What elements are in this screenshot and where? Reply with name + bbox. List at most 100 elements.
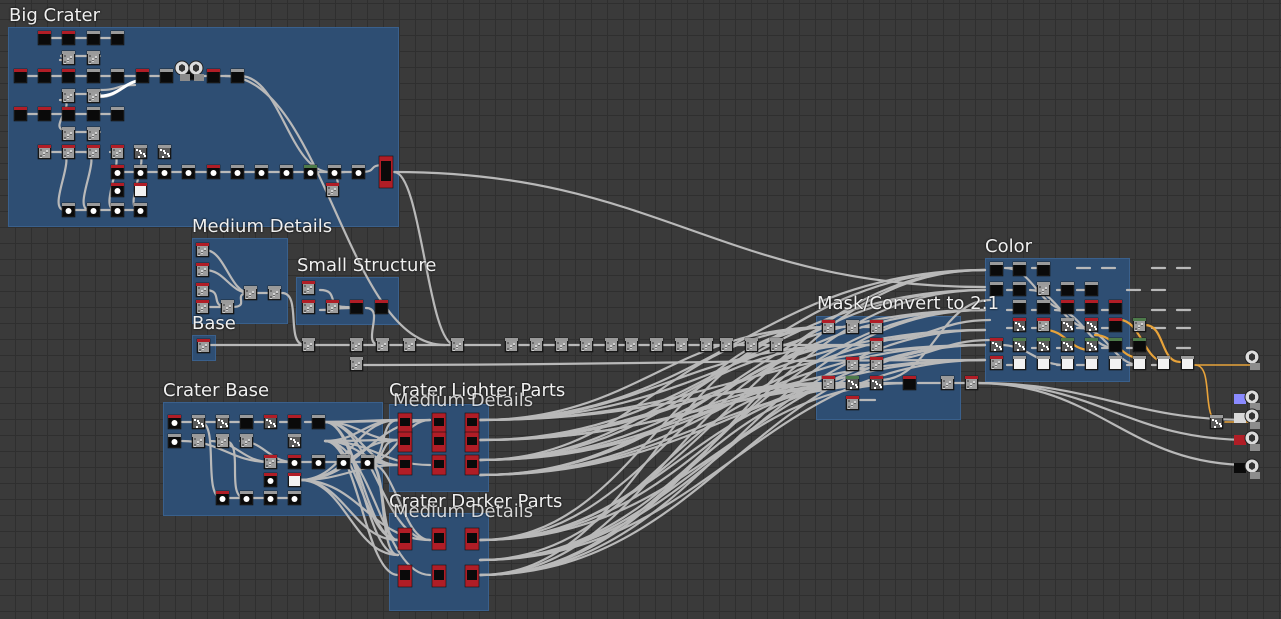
graph-node[interactable] (845, 356, 860, 372)
graph-node[interactable] (378, 155, 394, 189)
cube-output-icon[interactable] (1234, 430, 1260, 451)
graph-node[interactable] (397, 527, 413, 551)
connection-wire[interactable] (1143, 323, 1182, 364)
graph-node[interactable] (1180, 355, 1195, 371)
graph-node[interactable] (61, 68, 76, 84)
graph-node[interactable] (464, 454, 480, 476)
graph-node[interactable] (301, 280, 316, 296)
frame-title-medium-details-overlap-2[interactable]: Medium Details (393, 501, 534, 522)
graph-node[interactable] (989, 355, 1004, 371)
graph-node[interactable] (195, 242, 210, 258)
graph-node[interactable] (869, 375, 884, 391)
graph-node[interactable] (239, 414, 254, 430)
graph-node[interactable] (230, 164, 245, 180)
graph-node[interactable] (845, 375, 860, 391)
graph-node[interactable] (1084, 281, 1099, 297)
graph-node[interactable] (61, 88, 76, 104)
graph-node[interactable] (243, 285, 258, 301)
connection-wire[interactable] (974, 381, 1252, 467)
graph-node[interactable] (431, 527, 447, 551)
graph-node[interactable] (196, 338, 211, 354)
graph-node[interactable] (157, 144, 172, 160)
graph-node[interactable] (110, 68, 125, 84)
graph-node[interactable] (263, 490, 278, 506)
graph-node[interactable] (1036, 317, 1051, 333)
frame-title-mask-convert[interactable]: Mask/Convert to 2:1 (817, 293, 1000, 314)
graph-node[interactable] (325, 182, 340, 198)
connection-wire[interactable] (366, 460, 432, 542)
frame-title-medium-details[interactable]: Medium Details (192, 216, 333, 237)
connection-wire[interactable] (478, 308, 987, 577)
graph-node[interactable] (1132, 355, 1147, 371)
graph-node[interactable] (1012, 261, 1027, 277)
graph-node[interactable] (287, 490, 302, 506)
graph-node[interactable] (206, 68, 221, 84)
graph-node[interactable] (397, 431, 413, 453)
connection-wire[interactable] (280, 291, 307, 347)
cube-output-icon[interactable] (188, 60, 204, 81)
graph-node[interactable] (554, 337, 569, 353)
graph-node[interactable] (1036, 355, 1051, 371)
graph-node[interactable] (349, 299, 364, 315)
graph-node[interactable] (375, 337, 390, 353)
graph-node[interactable] (450, 337, 465, 353)
connection-wire[interactable] (298, 478, 400, 557)
graph-node[interactable] (61, 50, 76, 66)
cube-output-icon[interactable] (174, 60, 190, 81)
graph-node[interactable] (431, 454, 447, 476)
graph-node[interactable] (1084, 355, 1099, 371)
graph-node[interactable] (301, 299, 316, 315)
graph-node[interactable] (86, 106, 101, 122)
graph-node[interactable] (195, 262, 210, 278)
graph-node[interactable] (464, 412, 480, 434)
graph-node[interactable] (279, 164, 294, 180)
graph-node[interactable] (1036, 281, 1051, 297)
graph-node[interactable] (181, 164, 196, 180)
connection-wire[interactable] (478, 308, 987, 462)
graph-node[interactable] (504, 337, 519, 353)
graph-node[interactable] (263, 454, 278, 470)
connection-wire[interactable] (478, 381, 912, 562)
graph-node[interactable] (719, 337, 734, 353)
graph-node[interactable] (402, 337, 417, 353)
connection-wire[interactable] (478, 343, 857, 577)
graph-node[interactable] (301, 337, 316, 353)
connection-wire[interactable] (392, 170, 457, 347)
graph-node[interactable] (579, 337, 594, 353)
graph-node[interactable] (167, 433, 182, 449)
graph-node[interactable] (1209, 414, 1224, 430)
cube-output-icon[interactable] (1234, 389, 1260, 410)
graph-node[interactable] (360, 454, 375, 470)
graph-node[interactable] (215, 414, 230, 430)
graph-node[interactable] (287, 454, 302, 470)
graph-node[interactable] (61, 106, 76, 122)
connection-wire[interactable] (323, 420, 432, 542)
graph-node[interactable] (1132, 317, 1147, 333)
graph-node[interactable] (1012, 299, 1027, 315)
graph-node[interactable] (1060, 317, 1075, 333)
graph-node[interactable] (374, 299, 389, 315)
connection-wire[interactable] (478, 325, 832, 422)
graph-node[interactable] (311, 414, 326, 430)
graph-node[interactable] (215, 433, 230, 449)
graph-node[interactable] (191, 433, 206, 449)
connection-wire[interactable] (323, 439, 432, 577)
graph-node[interactable] (1012, 281, 1027, 297)
graph-node[interactable] (397, 412, 413, 434)
graph-node[interactable] (649, 337, 664, 353)
graph-node[interactable] (325, 299, 340, 315)
graph-node[interactable] (431, 564, 447, 588)
connection-wire[interactable] (878, 338, 992, 362)
graph-node[interactable] (110, 164, 125, 180)
graph-node[interactable] (1060, 355, 1075, 371)
graph-node[interactable] (744, 337, 759, 353)
graph-node[interactable] (397, 564, 413, 588)
graph-node[interactable] (349, 356, 364, 372)
graph-node[interactable] (86, 68, 101, 84)
connection-wire[interactable] (323, 439, 432, 467)
graph-node[interactable] (287, 433, 302, 449)
graph-node[interactable] (37, 144, 52, 160)
graph-node[interactable] (267, 285, 282, 301)
graph-node[interactable] (230, 68, 245, 84)
frame-title-medium-details-overlap-1[interactable]: Medium Details (393, 390, 534, 411)
